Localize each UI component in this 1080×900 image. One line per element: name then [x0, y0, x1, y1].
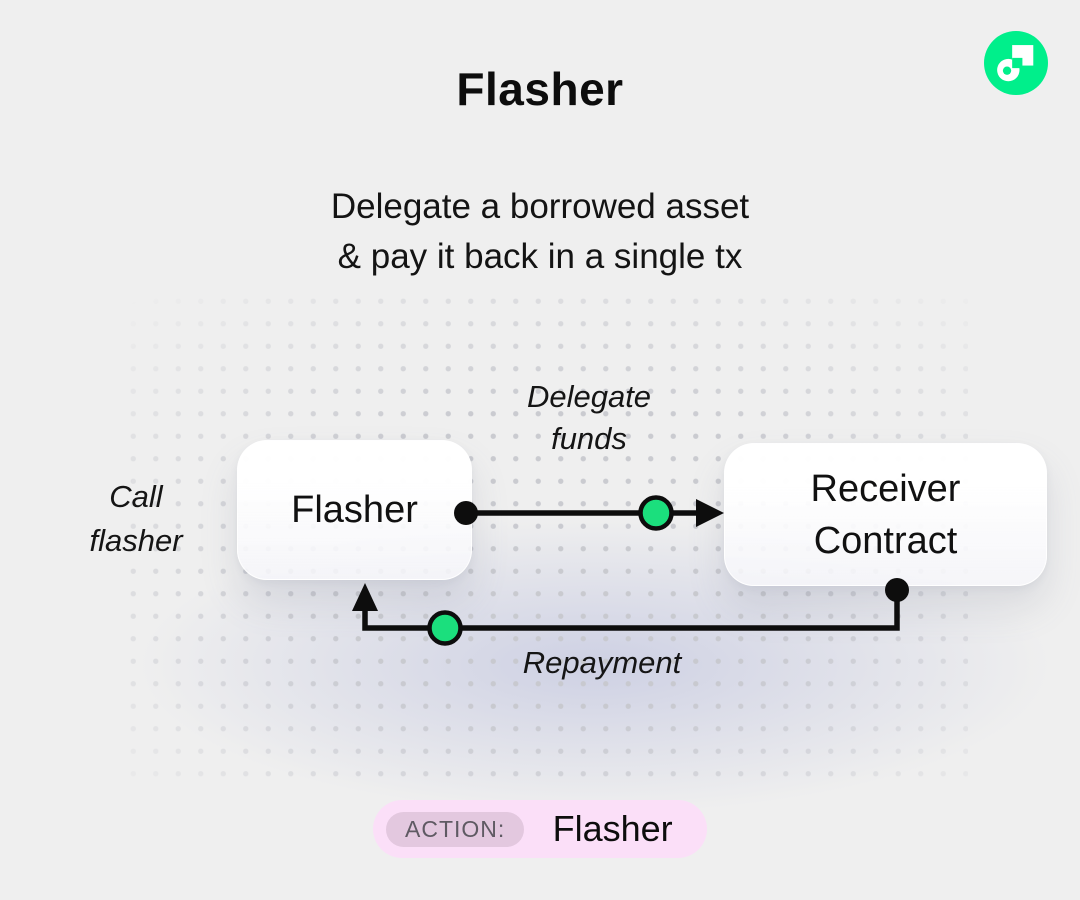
flow-logo-icon	[984, 31, 1048, 95]
subtitle-line-2: & pay it back in a single tx	[337, 237, 743, 276]
edge-label-delegate-funds: Delegate funds	[527, 376, 651, 460]
annotation-call-flasher: Call flasher	[89, 475, 182, 563]
funds-token-icon	[638, 495, 674, 531]
edge-label-repayment: Repayment	[522, 645, 682, 680]
page-title: Flasher	[456, 63, 624, 115]
action-chip-label: ACTION:	[386, 811, 525, 847]
edge-repayment	[352, 578, 909, 646]
arrowhead-right-icon	[696, 499, 724, 527]
arrowhead-up-icon	[352, 583, 378, 611]
node-flasher: Flasher	[237, 440, 472, 580]
node-receiver-label-line-1: Receiver	[810, 467, 961, 510]
node-receiver-label-line-2: Contract	[813, 519, 958, 562]
node-flasher-label: Flasher	[291, 489, 418, 531]
node-receiver-contract: Receiver Contract	[724, 443, 1047, 586]
delegate-label-line-2: funds	[551, 421, 627, 456]
page-subtitle: Delegate a borrowed asset & pay it back …	[0, 182, 1080, 282]
call-flasher-line-1: Call	[109, 479, 163, 514]
subtitle-line-1: Delegate a borrowed asset	[330, 187, 750, 226]
action-value: Flasher	[552, 808, 673, 849]
action-badge: ACTION: Flasher	[373, 800, 707, 858]
delegate-label-line-1: Delegate	[526, 379, 652, 414]
repayment-token-icon	[427, 610, 463, 646]
edge-delegate-funds	[454, 495, 724, 531]
call-flasher-line-2: flasher	[89, 523, 183, 558]
